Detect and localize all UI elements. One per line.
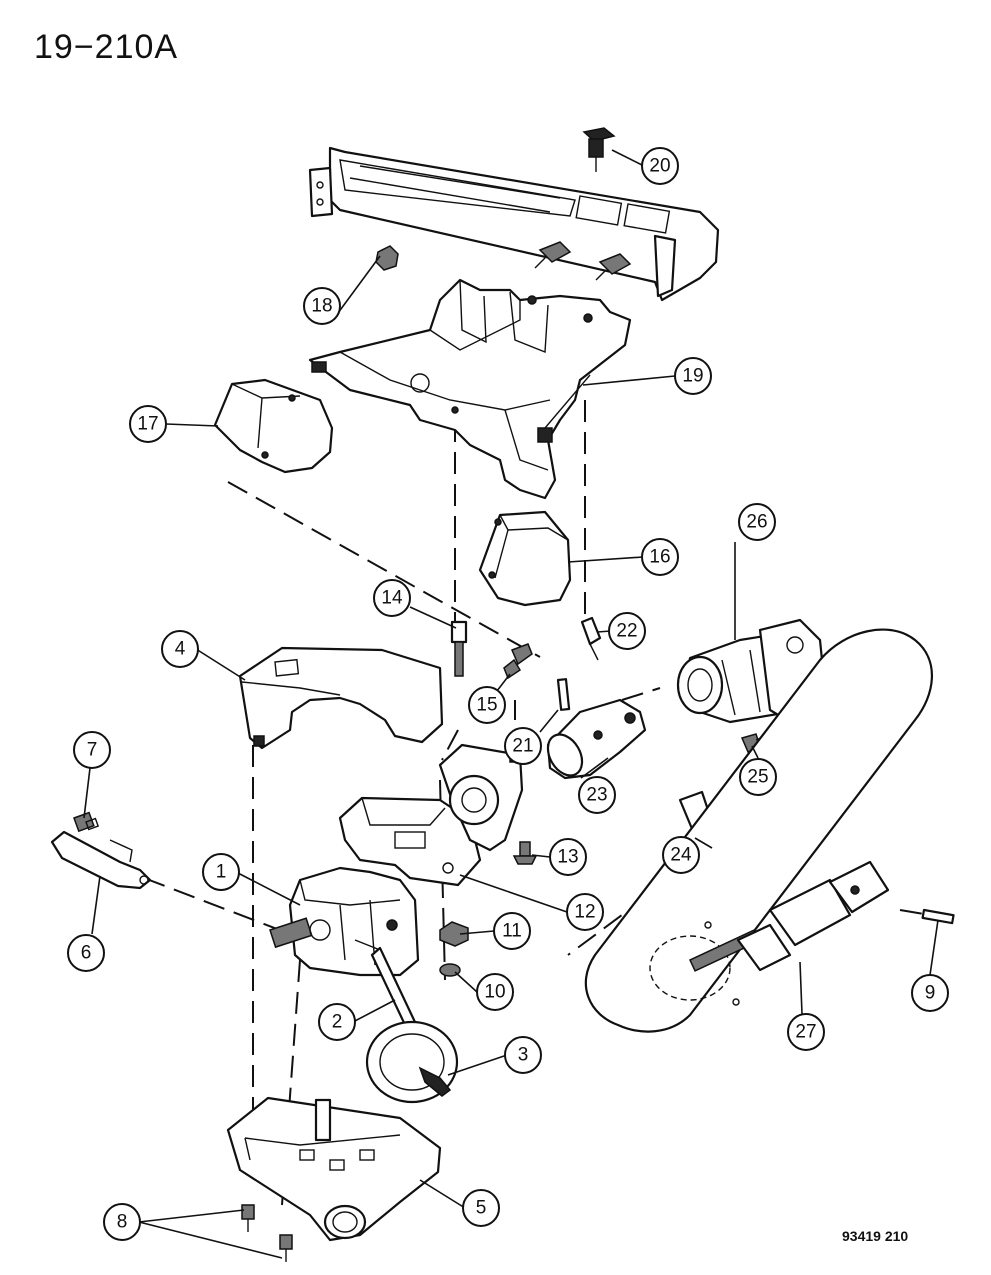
- callout-2: 2: [318, 1003, 356, 1041]
- callout-11: 11: [493, 912, 531, 950]
- callout-17: 17: [129, 405, 167, 443]
- callout-label: 21: [512, 736, 533, 757]
- callout-5: 5: [462, 1189, 500, 1227]
- callout-label: 23: [586, 785, 607, 806]
- part-16-cover-lower: [478, 510, 572, 607]
- dash-panel-duct: [308, 146, 720, 302]
- part-1-column-body: [269, 866, 420, 977]
- callout-label: 19: [682, 366, 703, 387]
- callout-label: 5: [476, 1198, 487, 1219]
- callout-7: 7: [73, 731, 111, 769]
- callout-25: 25: [739, 758, 777, 796]
- callout-label: 24: [670, 845, 692, 866]
- callout-6: 6: [67, 934, 105, 972]
- callout-8: 8: [103, 1203, 141, 1241]
- part-23-universal-joint: [546, 698, 647, 780]
- callout-label: 13: [557, 847, 578, 868]
- callout-label: 20: [649, 156, 670, 177]
- callout-27: 27: [787, 1013, 825, 1051]
- callout-label: 22: [616, 621, 637, 642]
- part-13-bolt: [512, 841, 538, 865]
- callout-3: 3: [504, 1036, 542, 1074]
- part-5-lower-shroud: [226, 1096, 442, 1242]
- callout-label: 1: [216, 862, 227, 883]
- callout-label: 27: [795, 1022, 816, 1043]
- callout-label: 8: [117, 1212, 128, 1233]
- callout-label: 12: [574, 902, 595, 923]
- callout-19: 19: [674, 357, 712, 395]
- callout-label: 14: [381, 588, 403, 609]
- callout-24: 24: [662, 836, 700, 874]
- detail-oval: [584, 628, 933, 1033]
- callout-1: 1: [202, 853, 240, 891]
- callout-9: 9: [911, 974, 949, 1012]
- callout-21: 21: [504, 727, 542, 765]
- callout-label: 17: [137, 414, 158, 435]
- callout-label: 4: [175, 639, 186, 660]
- part-8-screws: [241, 1204, 293, 1262]
- part-14-stud: [450, 620, 468, 677]
- callout-15: 15: [468, 686, 506, 724]
- callout-23: 23: [578, 776, 616, 814]
- callout-label: 26: [746, 512, 767, 533]
- part-17-cover-left: [213, 378, 334, 474]
- callout-label: 6: [81, 943, 92, 964]
- callout-4: 4: [161, 630, 199, 668]
- callout-label: 15: [476, 695, 497, 716]
- callout-14: 14: [373, 579, 411, 617]
- part-21-pin: [556, 678, 571, 711]
- part-4-upper-shroud: [238, 646, 444, 750]
- callout-label: 16: [649, 547, 670, 568]
- callout-label: 25: [747, 767, 768, 788]
- callout-12: 12: [566, 893, 604, 931]
- callout-label: 7: [87, 740, 98, 761]
- part-3-wheel-hub: [365, 1020, 459, 1104]
- page-title: 19−210A: [34, 28, 179, 66]
- callout-26: 26: [738, 503, 776, 541]
- part-27-intermediate-shaft: [649, 860, 890, 1006]
- callout-label: 18: [311, 296, 332, 317]
- callout-22: 22: [608, 612, 646, 650]
- callout-label: 3: [518, 1045, 529, 1066]
- part-11-nut: [439, 921, 469, 947]
- part-22-clip: [580, 616, 602, 661]
- callout-label: 10: [484, 982, 505, 1003]
- callout-label: 2: [332, 1012, 343, 1033]
- part-15-screw: [503, 643, 533, 680]
- callout-label: 11: [502, 921, 522, 942]
- callout-20: 20: [641, 147, 679, 185]
- callout-13: 13: [549, 838, 587, 876]
- part-20-bolt: [582, 127, 616, 172]
- part-12-mount-bracket: [338, 743, 524, 887]
- figure-code: 93419 210: [842, 1228, 909, 1244]
- leader-lines: [83, 149, 939, 1259]
- callout-label: 9: [925, 983, 936, 1004]
- part-6-tilt-lever: [50, 830, 152, 890]
- part-19-support-bracket: [308, 278, 632, 500]
- part-7-screw: [73, 811, 100, 833]
- callout-18: 18: [303, 287, 341, 325]
- callout-10: 10: [476, 973, 514, 1011]
- callout-16: 16: [641, 538, 679, 576]
